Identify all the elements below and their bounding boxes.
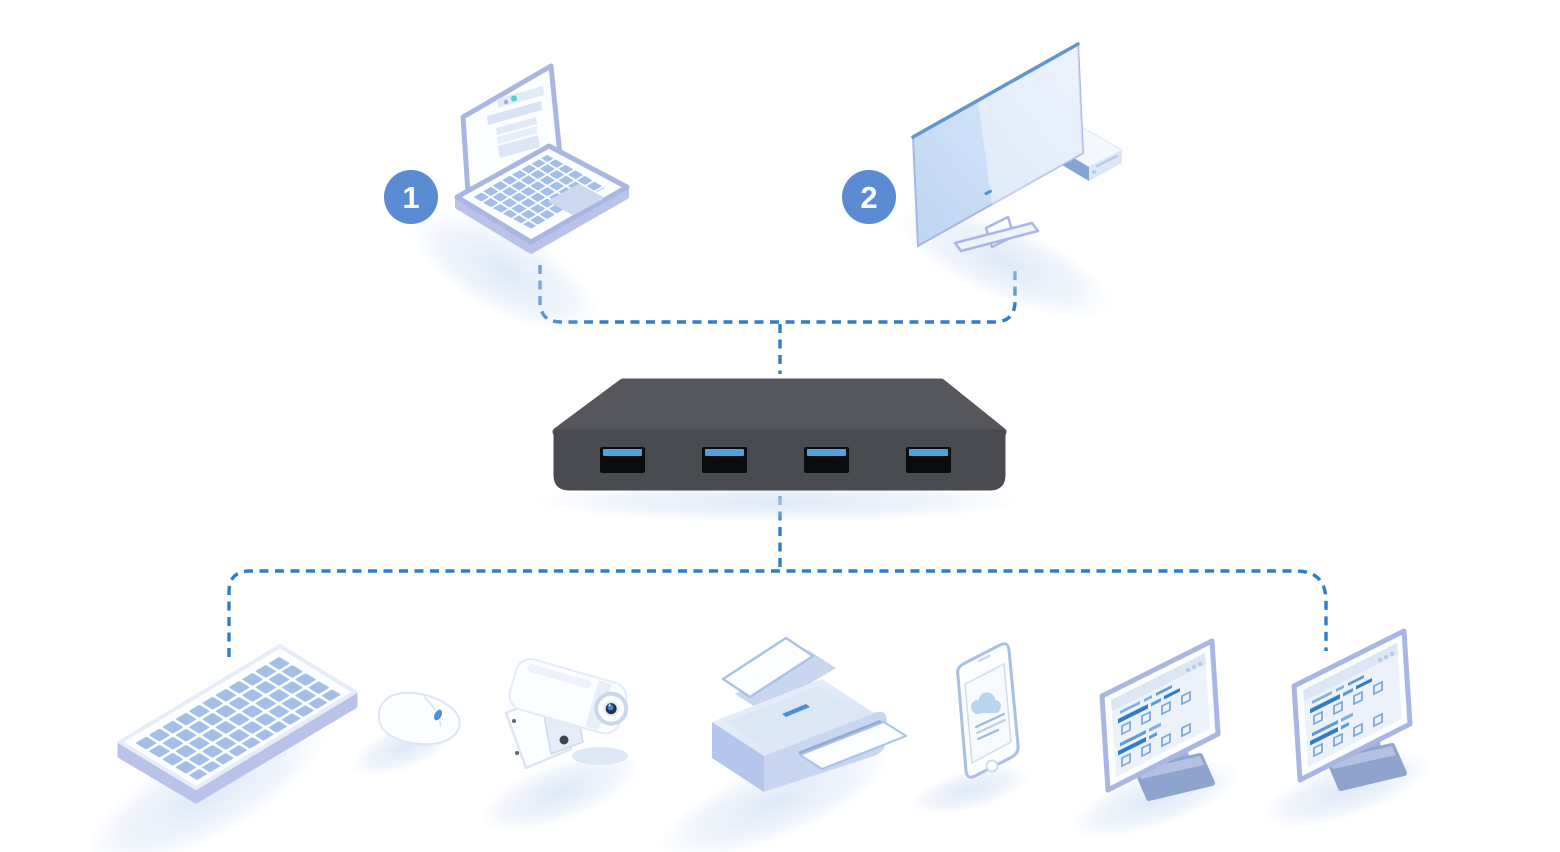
window-dot [1191,664,1197,670]
monitor-stand-base-top [1137,756,1204,779]
laptop-content-bar [487,101,542,125]
camera-foot [572,747,628,765]
monitor-titlebar [1111,653,1206,711]
tv-top-edge [911,42,1080,139]
laptop-icon [410,63,630,334]
tv-screen-gloss [978,44,1083,205]
camera-screw [512,719,516,723]
tv-icon [898,42,1124,319]
usb-port-tongue [909,449,948,456]
security-camera-icon [479,658,641,833]
phone-text-line [974,712,1006,729]
phone-text-line [976,728,1000,741]
usb-hub-icon [534,378,1024,522]
printer-feed-slot [735,650,836,712]
media-box-button [1092,170,1096,174]
usb-port-tongue [603,449,642,456]
connector-bottom [227,496,1328,657]
media-box-slot [1095,154,1119,168]
tv-shadow [898,205,1112,319]
hub-top-face [552,378,1007,437]
usb-port-tongue [705,449,744,456]
camera-body [508,658,629,735]
phone-shadow [909,764,1031,816]
cloud-icon [971,692,1001,714]
laptop-content-bar [498,135,540,158]
usb-port [600,447,645,473]
hub-shadow [534,482,1024,522]
usb-port-tongue [807,449,846,456]
camera-lens-glint [608,704,611,707]
phone-home-button [985,759,999,773]
badge-1-circle [384,170,438,224]
keyboard-icon [83,644,358,852]
laptop-keys [472,155,606,229]
connector-top-bracket [538,265,1017,324]
usb-port [702,447,747,473]
keyboard-keys [133,656,342,780]
phone-text-line [975,718,1007,735]
window-dot [1185,667,1191,673]
laptop-content-bar [496,117,537,135]
printer-scan-slot [782,704,810,717]
camera-housing-top [527,664,592,689]
tv-stand-base [953,221,1040,253]
printer-left-face [712,722,764,792]
printer-top-recess [726,686,856,747]
badge-host1: 1 [384,170,438,224]
printer-feed-paper [721,636,815,699]
connector-top [538,265,1017,374]
badge-2-number: 2 [860,180,877,215]
laptop-screen-topbar [497,86,544,108]
mouse-body [377,691,461,746]
printer-output-paper [799,721,907,770]
laptop-trackpad [549,184,603,215]
hub-front-face [553,429,1006,491]
laptop-dot-teal [511,95,517,102]
window-dot [1197,661,1203,667]
mouse-icon [350,691,461,777]
usb-port [804,447,849,473]
badge-1-number: 1 [402,180,419,215]
laptop-dot-blue [503,99,509,105]
laptop-content-bar [497,126,538,144]
monitor-icon [1253,631,1441,844]
camera-arm-bolt [559,735,569,745]
badge-host2: 2 [842,170,896,224]
camera-screw [515,751,519,755]
printer-shadow [658,743,892,852]
monitor-screen-content [1118,684,1191,768]
tv-logo-dot [984,189,992,196]
monitor-icon [1068,638,1242,839]
printer-icon [658,636,907,852]
mouse-scroll-wheel [432,708,444,722]
connector-bottom-bracket [227,569,1328,657]
camera-shadow [479,751,641,833]
badge-2-circle [842,170,896,224]
smartphone-icon [909,642,1031,816]
phone-speaker [977,654,991,663]
phone-screen [964,662,1012,765]
camera-lens-pupil [607,704,614,711]
usb-port [906,447,951,473]
laptop-shadow [410,210,600,334]
